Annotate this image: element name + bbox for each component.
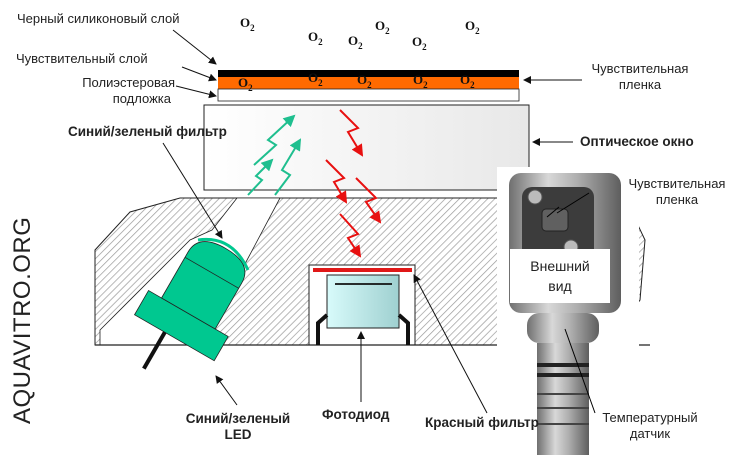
o2-molecule: O2 (348, 33, 363, 51)
label-photo-sensitive-film-line1: Чувствительная (628, 176, 726, 191)
external-view-title: Внешний (530, 258, 590, 274)
o2-molecule: O2 (240, 15, 255, 33)
label-blue-green-led-line2: LED (224, 427, 252, 442)
o2-molecule: O2 (375, 18, 390, 36)
label-polyester-substrate-line2: подложка (112, 91, 171, 106)
o2-molecule: O2 (412, 34, 427, 52)
label-sensitive-film: Чувствительная пленка (585, 61, 695, 93)
sensitive-layer (218, 77, 519, 89)
label-photo-sensitive-film: Чувствительная пленка (617, 176, 737, 208)
watermark: AQUAVITRO.ORG (9, 216, 36, 424)
label-optical-window: Оптическое окно (580, 134, 694, 149)
excitation-ray (247, 158, 274, 196)
label-blue-green-led-line1: Синий/зеленый (185, 411, 291, 426)
oxygen-molecules: O2 O2 O2 O2 O2 O2 O2 O2 O2 O2 O2 (238, 15, 480, 93)
label-photodiode: Фотодиод (322, 407, 390, 422)
polyester-substrate (217, 88, 520, 102)
label-temperature-sensor-line2: датчик (629, 426, 671, 441)
label-polyester-substrate: Полиэстеровая подложка (55, 75, 175, 107)
label-temperature-sensor: Температурный датчик (585, 410, 715, 442)
o2-molecule: O2 (357, 72, 372, 90)
excitation-ray (253, 114, 296, 166)
excitation-ray (274, 138, 302, 196)
emission-ray (339, 213, 362, 258)
black-silicone-layer (218, 70, 519, 77)
label-polyester-substrate-line1: Полиэстеровая (82, 75, 175, 90)
emission-ray (355, 177, 382, 224)
o2-molecule: O2 (413, 72, 428, 90)
external-view-label: Внешний вид (510, 249, 610, 303)
label-black-silicone-layer: Черный силиконовый слой (17, 11, 180, 26)
excitation-light (247, 114, 302, 196)
photodiode (326, 274, 400, 329)
label-photo-sensitive-film-line2: пленка (655, 192, 699, 207)
led-body (160, 241, 246, 330)
label-blue-green-filter: Синий/зеленый фильтр (68, 124, 227, 139)
external-view-subtitle: вид (548, 278, 572, 294)
label-blue-green-led: Синий/зеленый LED (168, 411, 308, 443)
o2-molecule: O2 (238, 75, 253, 93)
callout-arrows (162, 29, 582, 414)
o2-molecule: O2 (308, 70, 323, 88)
label-temperature-sensor-line1: Температурный (602, 410, 698, 425)
label-red-filter: Красный фильтр (425, 415, 539, 430)
blue-green-filter (197, 237, 250, 271)
optical-window (203, 104, 530, 191)
emission-ray (339, 109, 364, 157)
emission-ray (325, 159, 348, 204)
o2-molecule: O2 (460, 72, 475, 90)
label-sensitive-layer: Чувствительный слой (16, 51, 148, 66)
label-sensitive-film-line1: Чувствительная (591, 61, 689, 76)
emission-light (325, 109, 382, 258)
led (133, 241, 246, 370)
o2-molecule: O2 (308, 29, 323, 47)
o2-molecule: O2 (465, 18, 480, 36)
label-sensitive-film-line2: пленка (618, 77, 662, 92)
